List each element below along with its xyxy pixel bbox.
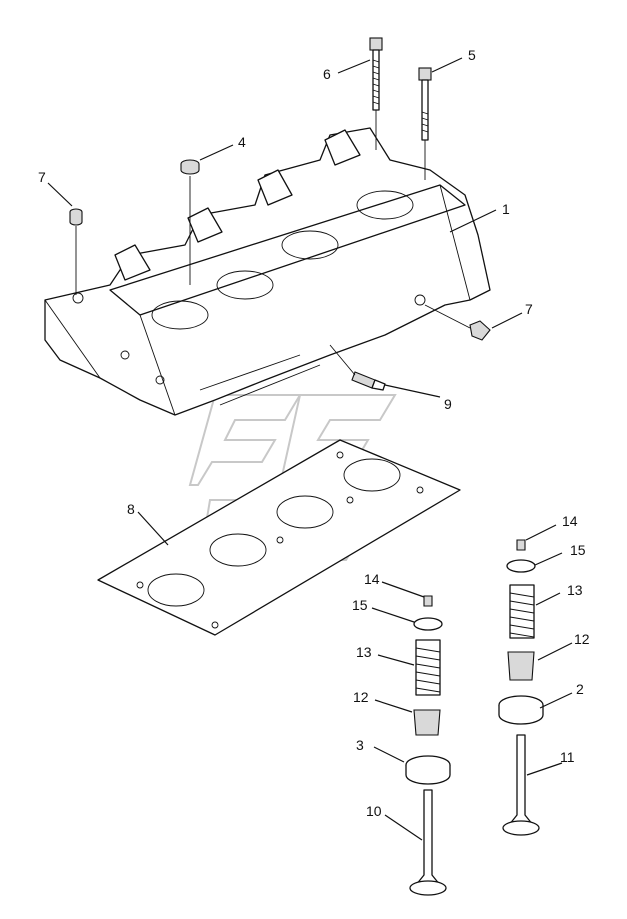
- valve-stack-right: [498, 539, 544, 836]
- callout-8: 8: [127, 501, 135, 517]
- callout-9: 9: [444, 396, 452, 412]
- callout-1: 1: [502, 201, 510, 217]
- valve-stack-left: [405, 595, 451, 896]
- bolt-5: [418, 67, 432, 180]
- plug-4: [180, 159, 200, 285]
- callout-12-right: 12: [574, 631, 590, 647]
- leader-lines: [47, 57, 573, 841]
- sensor-9: [329, 344, 386, 391]
- callout-11: 11: [560, 749, 575, 765]
- callout-14-right: 14: [562, 513, 578, 529]
- head-gasket: [97, 439, 461, 636]
- callout-14-left: 14: [364, 571, 380, 587]
- callout-12-left: 12: [353, 689, 369, 705]
- valve-left: [409, 789, 447, 896]
- cylinder-head: [44, 127, 491, 416]
- bolt-6: [369, 37, 383, 150]
- callout-10: 10: [366, 803, 382, 819]
- callout-15-left: 15: [352, 597, 368, 613]
- callout-3: 3: [356, 737, 364, 753]
- callout-7-left: 7: [38, 169, 46, 185]
- valve-spring-left: [415, 639, 441, 696]
- callouts: 1 2 3 4 5 6 7 7 8 9 10 11 12 12 13 13 14…: [38, 47, 590, 819]
- valve-right: [502, 734, 540, 836]
- callout-15-right: 15: [570, 542, 586, 558]
- callout-2: 2: [576, 681, 584, 697]
- plug-7-right: [424, 304, 491, 341]
- plug-7-left: [69, 208, 83, 295]
- callout-7-right: 7: [525, 301, 533, 317]
- callout-13-right: 13: [567, 582, 583, 598]
- callout-13-left: 13: [356, 644, 372, 660]
- callout-5: 5: [468, 47, 476, 63]
- callout-4: 4: [238, 134, 246, 150]
- callout-6: 6: [323, 66, 331, 82]
- valve-spring-right: [509, 584, 535, 639]
